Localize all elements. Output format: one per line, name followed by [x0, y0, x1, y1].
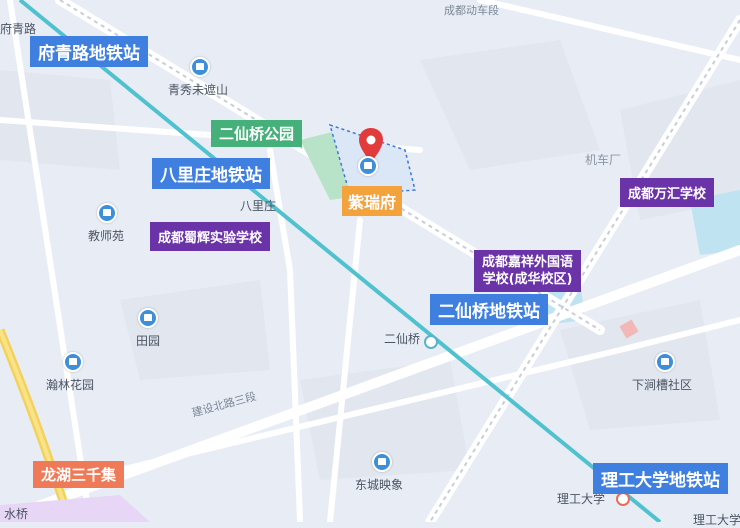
railway-dashes [59, 0, 740, 522]
building-icon[interactable] [138, 308, 158, 328]
building-icon[interactable] [358, 156, 378, 176]
school-label[interactable]: 成都嘉祥外国语 学校(成华校区) [474, 250, 582, 292]
building-icon[interactable] [63, 352, 83, 372]
ligong-station-icon[interactable] [616, 492, 630, 506]
metro-station-label[interactable]: 八里庄地铁站 [152, 158, 270, 189]
building-icon[interactable] [372, 452, 392, 472]
erxianqiao-station-icon[interactable] [424, 335, 438, 349]
building-icon[interactable] [190, 57, 210, 77]
poi-tianyuan: 田园 [136, 334, 161, 348]
label-ligong-cut: 理工大学 [693, 513, 740, 527]
location-pin-icon[interactable] [358, 128, 384, 164]
label-fuqing-cut: 府青路 [0, 22, 37, 36]
school-label[interactable]: 成都万汇学校 [620, 178, 715, 207]
label-erxian: 二仙桥 [384, 332, 421, 346]
poi-jiaoshiyuan: 教师苑 [88, 229, 125, 243]
mall-area [0, 495, 150, 522]
poi-xiajiancao: 下涧槽社区 [632, 378, 693, 392]
metro-station-label[interactable]: 二仙桥地铁站 [430, 294, 548, 325]
school-label[interactable]: 成都蜀辉实验学校 [150, 222, 271, 251]
metro-line [18, 0, 662, 522]
poi-hanlin: 瀚林花园 [46, 378, 95, 392]
park-label[interactable]: 二仙桥公园 [211, 120, 303, 147]
school-label-line1: 成都嘉祥外国语 [482, 255, 574, 270]
label-ligong: 理工大学 [557, 492, 606, 506]
red-block [619, 319, 639, 339]
label-shuiqiao: 水桥 [4, 507, 29, 521]
target-label[interactable]: 紫瑞府 [342, 186, 403, 216]
label-bali: 八里庄 [240, 199, 277, 213]
metro-station-label[interactable]: 理工大学地铁站 [593, 463, 728, 494]
poi-qingxiu: 青秀未遮山 [168, 83, 229, 97]
metro-station-label[interactable]: 府青路地铁站 [30, 36, 148, 67]
school-label-line2: 学校(成华校区) [482, 272, 573, 287]
mall-label[interactable]: 龙湖三千集 [33, 461, 125, 488]
poi-dongcheng: 东城映象 [355, 478, 404, 492]
label-jichechang: 机车厂 [585, 153, 622, 167]
road-label-dongcheduan: 成都动车段 [444, 4, 499, 17]
building-icon[interactable] [655, 352, 675, 372]
building-icon[interactable] [97, 203, 117, 223]
